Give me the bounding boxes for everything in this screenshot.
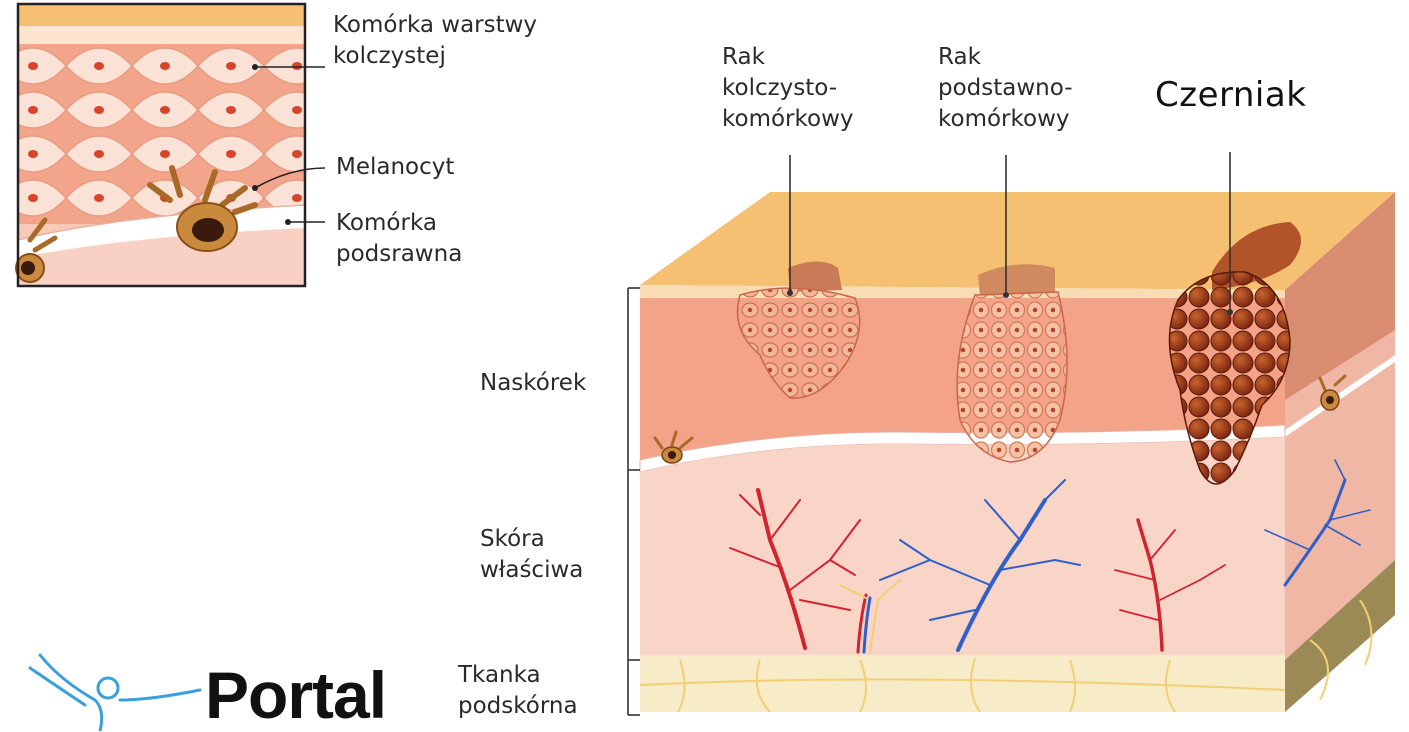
label-line: Czerniak — [1155, 80, 1306, 111]
label-basal-cell: Komórka podsrawna — [336, 208, 462, 270]
label-line: Komórka warstwy — [333, 10, 537, 41]
label-line: Melanocyt — [336, 152, 454, 183]
label-line: podskórna — [458, 691, 578, 722]
label-line: Rak — [722, 42, 854, 73]
label-line: Rak — [938, 42, 1073, 73]
label-basal-carcinoma: Rak podstawno- komórkowy — [938, 42, 1073, 135]
logo-wordmark[interactable]: Portal — [205, 662, 386, 728]
label-line: właściwa — [480, 555, 583, 586]
label-line: Naskórek — [480, 368, 586, 399]
label-hypodermis: Tkanka podskórna — [458, 660, 578, 722]
label-line: podstawno- — [938, 73, 1073, 104]
label-line: Komórka — [336, 208, 462, 239]
label-line: komórkowy — [722, 104, 854, 135]
label-line: podsrawna — [336, 239, 462, 270]
logo-figure-icon — [30, 655, 200, 731]
inset-panel — [16, 4, 325, 286]
label-line: kolczysto- — [722, 73, 854, 104]
label-squamous-carcinoma: Rak kolczysto- komórkowy — [722, 42, 854, 135]
label-spinous-cell: Komórka warstwy kolczystej — [333, 10, 537, 72]
label-line: Skóra — [480, 524, 583, 555]
label-melanocyte: Melanocyt — [336, 152, 454, 183]
label-line: Tkanka — [458, 660, 578, 691]
label-line: komórkowy — [938, 104, 1073, 135]
label-dermis: Skóra właściwa — [480, 524, 583, 586]
label-line: kolczystej — [333, 41, 537, 72]
label-epidermis: Naskórek — [480, 368, 586, 399]
label-melanoma: Czerniak — [1155, 80, 1306, 111]
